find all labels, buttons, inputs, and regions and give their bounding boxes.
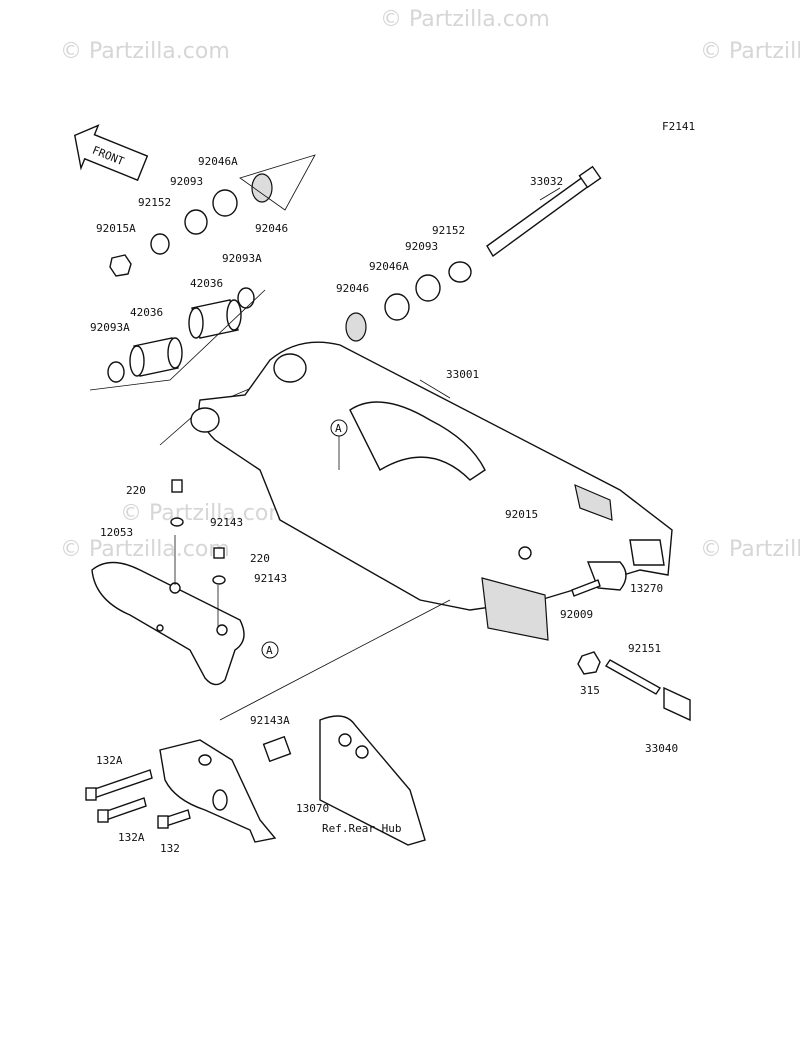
part-label: 220 — [250, 552, 270, 565]
part-label: 33001 — [446, 368, 479, 381]
part-label: 92015A — [96, 222, 136, 235]
part-label: 92093 — [405, 240, 438, 253]
part-label: 13270 — [630, 582, 663, 595]
part-label: 132 — [160, 842, 180, 855]
part-label: 92009 — [560, 608, 593, 621]
figure-code: F2141 — [662, 120, 695, 133]
seal-icon — [184, 209, 208, 235]
watermark: © Partzilla.com — [700, 537, 800, 562]
watermark: © Partzilla.com — [60, 537, 230, 562]
washer-icon — [212, 189, 238, 217]
part-label: 92152 — [138, 196, 171, 209]
bolts-lower-left — [85, 769, 191, 829]
front-arrow-icon: FRONT — [73, 124, 149, 182]
sleeves — [89, 287, 271, 446]
part-label: 92046A — [198, 155, 238, 168]
nut-icon — [109, 254, 132, 277]
part-label: 92015 — [505, 508, 538, 521]
part-label: 33040 — [645, 742, 678, 755]
callout-a-bottom: A — [261, 641, 279, 659]
part-label: 92151 — [628, 642, 661, 655]
bearing-stack-left — [109, 154, 316, 277]
chain-guide — [159, 599, 451, 846]
part-label: 92143 — [254, 572, 287, 585]
part-label: 42036 — [190, 277, 223, 290]
part-label: 132A — [118, 831, 145, 844]
part-label: 132A — [96, 754, 123, 767]
part-label: 92046 — [336, 282, 369, 295]
watermark: © Partzilla.com — [60, 39, 230, 64]
part-label: 12053 — [100, 526, 133, 539]
right-small-parts — [518, 546, 691, 722]
watermark: © Partzilla.com — [120, 501, 290, 526]
part-label: 92093 — [170, 175, 203, 188]
needle-bearing-icon — [251, 173, 273, 203]
part-label: 315 — [580, 684, 600, 697]
pivot-shaft — [345, 165, 602, 342]
part-label: 220 — [126, 484, 146, 497]
callout-letter: A — [266, 644, 273, 657]
part-label: 92093A — [90, 321, 130, 334]
part-label: 92143 — [210, 516, 243, 529]
part-label: 92046 — [255, 222, 288, 235]
part-label: 92143A — [250, 714, 290, 727]
part-label: 13070 — [296, 802, 329, 815]
part-label: 92046A — [369, 260, 409, 273]
part-labels: 33032 92046A 92093 92152 92015A 92046 42… — [90, 155, 678, 855]
watermark: © Partzilla.com — [700, 39, 800, 64]
swingarm-body — [190, 341, 673, 641]
part-label: 42036 — [130, 306, 163, 319]
collar-icon — [150, 233, 170, 255]
part-label: 92152 — [432, 224, 465, 237]
part-label: 33032 — [530, 175, 563, 188]
callout-a-top: A — [330, 419, 348, 470]
ref-label: Ref.Rear Hub — [322, 822, 401, 835]
chain-slider — [91, 479, 245, 686]
part-label: 92093A — [222, 252, 262, 265]
watermark: © Partzilla.com — [380, 7, 550, 32]
callout-letter: A — [335, 422, 342, 435]
